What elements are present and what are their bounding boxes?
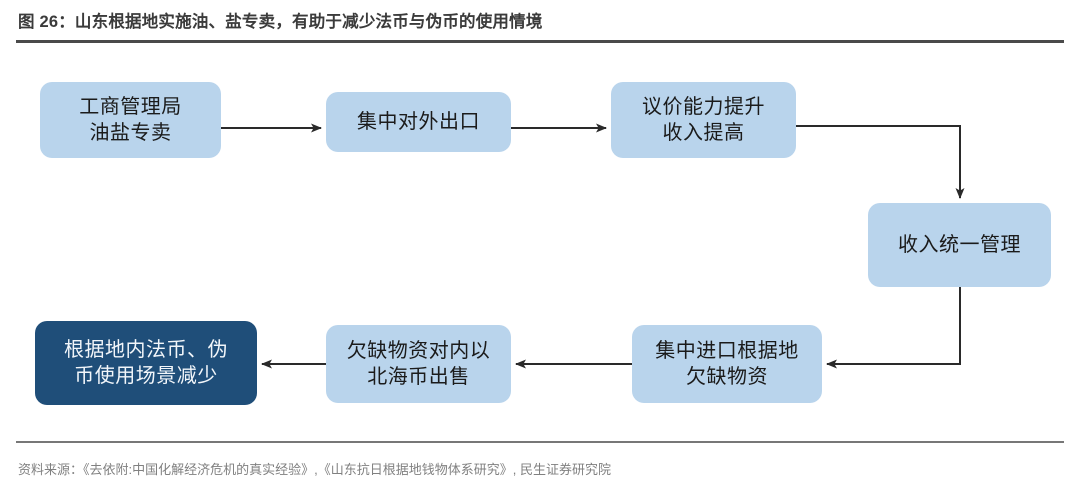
edge-arrow-3: [796, 125, 965, 199]
flowchart-canvas: 工商管理局 油盐专卖 集中对外出口 议价能力提升 收入提高 收入统一管理 集中进…: [0, 44, 1080, 439]
source-note: 资料来源：《去依附:中国化解经济危机的真实经验》,《山东抗日根据地钱物体系研究》…: [18, 462, 611, 477]
flow-node-jizhong-jinkou-wuzi[interactable]: 集中进口根据地 欠缺物资: [632, 325, 822, 403]
footer-divider: [16, 441, 1064, 443]
flow-node-yijia-nengli-tisheng[interactable]: 议价能力提升 收入提高: [611, 82, 796, 158]
title-divider: [16, 40, 1064, 43]
flow-node-shouru-tongyi-guanli[interactable]: 收入统一管理: [868, 203, 1051, 287]
flowchart-edges: [221, 123, 965, 369]
flow-node-jizhong-duiwai-chukou[interactable]: 集中对外出口: [326, 92, 511, 152]
figure-title: 图 26：山东根据地实施油、盐专卖，有助于减少法币与伪币的使用情境: [18, 13, 543, 31]
flow-node-beihaibi-chushou[interactable]: 欠缺物资对内以 北海币出售: [326, 325, 511, 403]
flow-node-fabi-weibi-jianshao[interactable]: 根据地内法币、伪 币使用场景减少: [35, 321, 257, 405]
flow-node-gongshang-guanliju[interactable]: 工商管理局 油盐专卖: [40, 82, 221, 158]
edge-arrow-4: [826, 287, 961, 369]
